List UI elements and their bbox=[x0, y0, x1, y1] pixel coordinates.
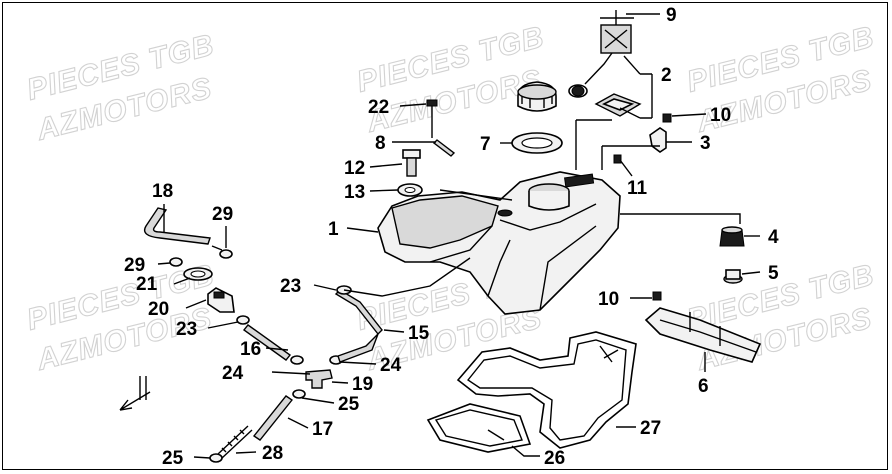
tank-pad-26[interactable] bbox=[426, 403, 532, 453]
callout-18: 18 bbox=[152, 181, 173, 202]
callout-21: 21 bbox=[136, 274, 158, 295]
fuel-tank[interactable] bbox=[377, 171, 621, 315]
callout-1: 1 bbox=[328, 219, 339, 240]
callout-28: 28 bbox=[262, 443, 283, 464]
spring-28[interactable] bbox=[217, 425, 253, 459]
callout-20: 20 bbox=[148, 299, 169, 320]
clip-23-left[interactable] bbox=[236, 315, 250, 325]
collar-5[interactable] bbox=[723, 269, 743, 284]
hose-16[interactable] bbox=[242, 324, 292, 361]
callout-13: 13 bbox=[344, 182, 365, 203]
callout-10-top: 10 bbox=[710, 105, 731, 126]
callout-8: 8 bbox=[375, 133, 386, 154]
callout-25-mid: 25 bbox=[338, 394, 360, 415]
tank-pad-27[interactable] bbox=[456, 331, 637, 449]
clip-25-mid[interactable] bbox=[292, 389, 306, 399]
t-joint-19[interactable] bbox=[305, 369, 333, 389]
leader-lines bbox=[157, 13, 761, 459]
clip-29-left[interactable] bbox=[169, 257, 183, 267]
screw-10-top[interactable] bbox=[662, 113, 672, 123]
callout-9: 9 bbox=[666, 5, 677, 26]
tank-bracket-6[interactable] bbox=[644, 307, 762, 363]
callout-12: 12 bbox=[344, 158, 365, 179]
callout-23-left: 23 bbox=[176, 319, 197, 340]
fuel-cap[interactable] bbox=[517, 81, 557, 112]
fuel-pump-unit[interactable] bbox=[568, 10, 642, 117]
callout-5: 5 bbox=[768, 263, 779, 284]
callout-23-right: 23 bbox=[280, 276, 301, 297]
clamp-21[interactable] bbox=[183, 267, 213, 281]
hose-17[interactable] bbox=[252, 395, 294, 441]
callout-10-bottom: 10 bbox=[598, 289, 619, 310]
clip-24-left[interactable] bbox=[290, 355, 304, 365]
bolt-12[interactable] bbox=[402, 149, 421, 177]
screw-22[interactable] bbox=[426, 99, 438, 138]
clip-25-bottom[interactable] bbox=[209, 453, 223, 463]
screw-11[interactable] bbox=[613, 154, 622, 164]
callout-3: 3 bbox=[700, 133, 711, 154]
callout-25-bottom: 25 bbox=[162, 448, 184, 469]
rubber-mount-4[interactable] bbox=[719, 226, 745, 247]
screw-10-bottom[interactable] bbox=[652, 291, 662, 301]
hose-route-line bbox=[343, 257, 471, 297]
callout-6: 6 bbox=[698, 376, 709, 397]
bolt-8[interactable] bbox=[432, 139, 456, 157]
callout-labels: 1 2 3 4 5 6 7 8 9 10 10 11 12 13 15 16 1… bbox=[124, 5, 779, 469]
washer-13[interactable] bbox=[397, 183, 423, 197]
callout-24-left: 24 bbox=[222, 363, 244, 384]
callout-24-right: 24 bbox=[380, 355, 402, 376]
callout-19: 19 bbox=[352, 374, 373, 395]
callout-29-top: 29 bbox=[212, 204, 233, 225]
valve-20[interactable] bbox=[207, 287, 235, 313]
callout-29-left: 29 bbox=[124, 255, 145, 276]
callout-16: 16 bbox=[240, 339, 261, 360]
clip-29-top[interactable] bbox=[219, 249, 233, 259]
callout-7: 7 bbox=[480, 134, 491, 155]
callout-22: 22 bbox=[368, 97, 389, 118]
callout-26: 26 bbox=[544, 448, 565, 469]
filler-ring[interactable] bbox=[511, 132, 563, 154]
hose-15[interactable] bbox=[334, 289, 383, 363]
front-arrow-icon bbox=[119, 376, 151, 411]
bracket-3[interactable] bbox=[649, 127, 667, 153]
callout-4: 4 bbox=[768, 227, 779, 248]
callout-27: 27 bbox=[640, 418, 661, 439]
callout-15: 15 bbox=[408, 323, 430, 344]
callout-2: 2 bbox=[661, 65, 672, 86]
breather-hose-18[interactable] bbox=[143, 207, 223, 251]
callout-17: 17 bbox=[312, 419, 333, 440]
callout-11: 11 bbox=[627, 178, 648, 199]
